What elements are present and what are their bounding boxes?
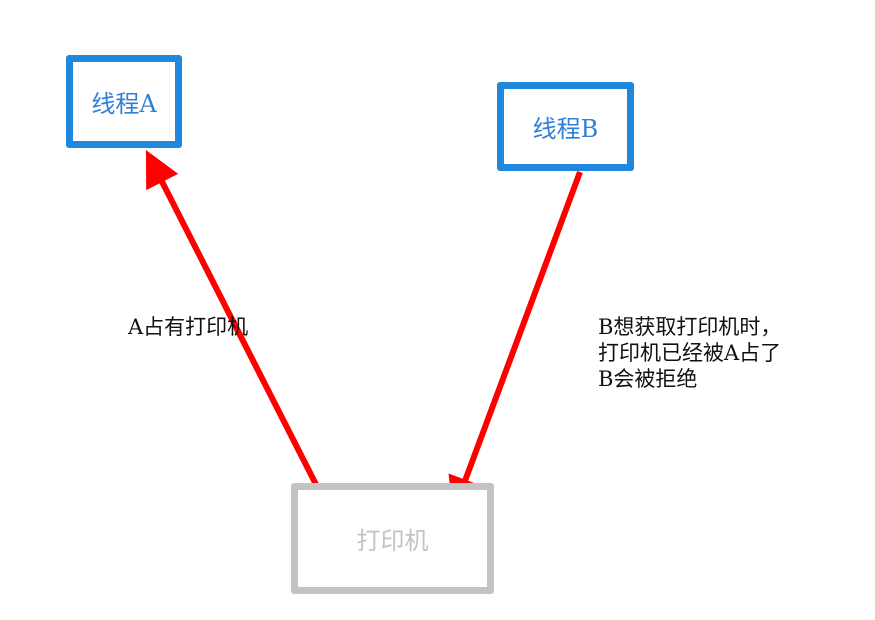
note-b-line-3: B会被拒绝	[598, 367, 698, 391]
arrow-printer-to-thread-a	[145, 149, 333, 514]
thread-a-label: 线程A	[91, 90, 157, 118]
printer-label: 打印机	[356, 527, 429, 555]
note-b-line-2: 打印机已经被A占了	[598, 341, 782, 365]
thread-a-box[interactable]: 线程A	[66, 55, 182, 148]
printer-box[interactable]: 打印机	[291, 483, 494, 594]
thread-b-label: 线程B	[532, 115, 599, 143]
note-a-text: A占有打印机	[128, 315, 249, 339]
note-thread-a-holds-printer: A占有打印机	[128, 314, 248, 340]
arrow-thread-b-to-printer	[448, 170, 583, 514]
note-thread-b-rejected: B想获取打印机时， 打印机已经被A占了 B会被拒绝	[598, 314, 781, 392]
thread-b-box[interactable]: 线程B	[497, 82, 634, 171]
note-b-line-1: B想获取打印机时，	[598, 315, 782, 339]
